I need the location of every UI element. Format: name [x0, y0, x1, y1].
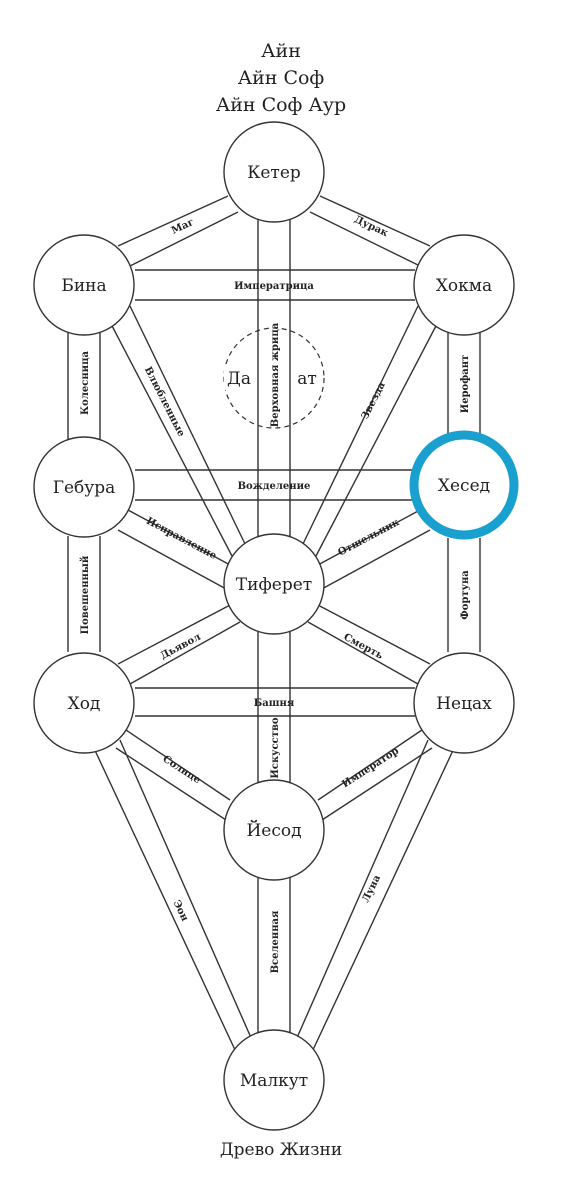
- path-label-mag: Маг: [170, 217, 196, 237]
- hod-label: Ход: [68, 694, 101, 714]
- bina-circle: [33, 234, 135, 336]
- paths-layer: [67, 195, 481, 1053]
- daat-right-bg: [292, 366, 322, 390]
- keter-label: Кетер: [247, 163, 301, 183]
- path-bina-tiferet-b: [129, 305, 247, 547]
- path-label-zvezda: Звезда: [360, 380, 388, 421]
- path-gebura-tiferet-a: [127, 509, 233, 567]
- path-label-vselennaya: Вселенная: [270, 910, 281, 973]
- path-hod-yesod-a: [125, 729, 231, 801]
- path-netsah-malkut-a: [311, 743, 457, 1053]
- path-label-verhovnaya: Верховная жрица: [270, 322, 281, 427]
- path-hokma-tiferet-b: [301, 305, 419, 547]
- path-tiferet-hod-b: [129, 621, 241, 685]
- path-tiferet-hod-a: [117, 603, 233, 665]
- path-netsah-yesod-b: [321, 747, 433, 821]
- sefirot-layer: [33, 121, 515, 1131]
- hod-circle: [33, 652, 135, 754]
- gebura-label: Гебура: [53, 478, 116, 498]
- hesed-highlight-ring: [409, 430, 519, 540]
- malkut-circle: [223, 1029, 325, 1131]
- path-label-kolesnica: Колесница: [80, 351, 91, 415]
- bina-label: Бина: [61, 276, 106, 296]
- hesed-label: Хесед: [438, 476, 490, 496]
- hokma-label: Хокма: [436, 276, 492, 296]
- yesod-label: Йесод: [246, 820, 301, 841]
- daat-left-bg: [224, 366, 254, 390]
- path-hod-malkut-a: [91, 743, 237, 1053]
- ain-sof-label: Айн Соф: [237, 67, 325, 89]
- path-label-bashnya: Башня: [254, 698, 295, 709]
- tiferet-circle: [223, 533, 325, 635]
- ain-header: Айн Айн Соф Айн Соф Аур: [0, 38, 562, 119]
- path-keter-hokma-b: [309, 211, 421, 267]
- path-label-poveshenny: Повешенный: [80, 555, 91, 634]
- path-hod-malkut-b: [119, 739, 253, 1041]
- path-keter-bina-b: [129, 211, 239, 267]
- path-hokma-tiferet-a: [315, 321, 439, 557]
- ain-sof-aur-label: Айн Соф Аур: [215, 94, 347, 116]
- path-label-ierofant: Иерофант: [460, 355, 471, 414]
- netsah-label: Нецах: [436, 694, 492, 714]
- path-netsah-yesod-a: [317, 729, 423, 801]
- daat-left-label: Да: [227, 369, 251, 389]
- path-tiferet-netsah-a: [315, 603, 431, 665]
- path-netsah-malkut-b: [295, 739, 429, 1041]
- netsah-circle: [413, 652, 515, 754]
- ain-label: Айн: [261, 40, 301, 62]
- path-label-fortuna: Фортуна: [460, 570, 471, 620]
- gebura-circle: [33, 436, 135, 538]
- path-bina-tiferet-a: [109, 321, 233, 557]
- path-hesed-tiferet-b: [319, 529, 431, 591]
- path-gebura-tiferet-b: [117, 529, 229, 591]
- path-label-iskusstvo: Искусство: [270, 717, 281, 778]
- path-label-otshelnik: Отшельник: [336, 517, 402, 559]
- path-label-luna: Луна: [360, 873, 383, 904]
- path-label-vozhdelenie: Вожделение: [238, 481, 311, 492]
- tiferet-label: Тиферет: [236, 575, 312, 595]
- hokma-circle: [413, 234, 515, 336]
- keter-circle: [223, 121, 325, 223]
- path-keter-hokma-a: [319, 195, 431, 247]
- yesod-circle: [223, 779, 325, 881]
- path-label-ispravlenie: Исправление: [144, 516, 218, 562]
- path-hesed-tiferet-a: [315, 509, 421, 567]
- path-label-imperatrica: Императрица: [234, 281, 314, 292]
- path-hod-yesod-b: [115, 747, 227, 821]
- path-keter-bina-a: [117, 195, 229, 247]
- path-tiferet-netsah-b: [307, 621, 419, 685]
- daat-right-label: ат: [297, 369, 317, 389]
- path-label-imperator: Император: [340, 746, 401, 791]
- diagram-caption: Древо Жизни: [219, 1140, 343, 1160]
- malkut-label: Малкут: [240, 1071, 308, 1091]
